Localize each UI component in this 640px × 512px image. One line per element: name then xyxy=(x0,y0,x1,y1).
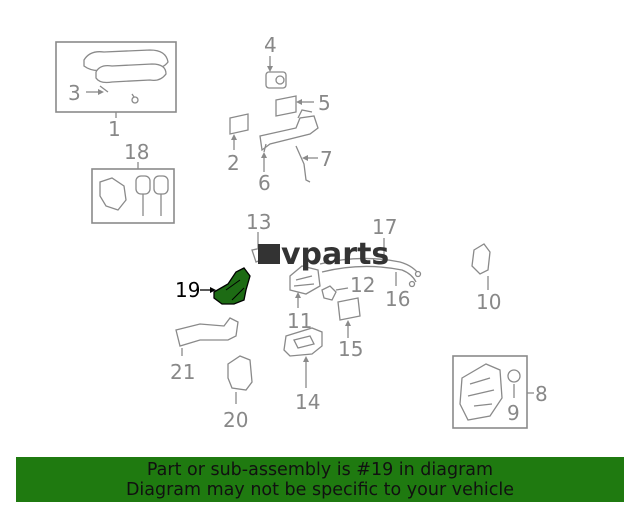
callout-21: 21 xyxy=(170,360,195,384)
part-10[interactable] xyxy=(471,243,491,290)
watermark-text: vparts xyxy=(281,237,389,272)
arrow-11 xyxy=(295,292,301,298)
part-group-8[interactable] xyxy=(452,355,534,429)
callout-5: 5 xyxy=(318,91,331,115)
part-14-shape[interactable] xyxy=(283,327,323,357)
group-8-frame xyxy=(452,355,528,429)
callout-2: 2 xyxy=(227,151,240,175)
callout-19: 19 xyxy=(175,278,200,302)
callout-14: 14 xyxy=(295,390,320,414)
part-12-shape[interactable] xyxy=(321,285,337,301)
banner-line-2: Diagram may not be specific to your vehi… xyxy=(125,480,515,500)
part-14[interactable] xyxy=(283,327,323,388)
callout-13: 13 xyxy=(246,210,271,234)
callout-7: 7 xyxy=(320,147,333,171)
arrow-7 xyxy=(302,155,308,161)
callout-3: 3 xyxy=(68,81,81,105)
part-20[interactable] xyxy=(227,355,253,404)
watermark: vparts xyxy=(258,237,389,272)
part-19[interactable] xyxy=(200,267,251,305)
part-group-18[interactable] xyxy=(91,162,175,224)
part-16-cable[interactable] xyxy=(321,265,417,283)
part-2-shape[interactable] xyxy=(229,113,249,135)
lead-12 xyxy=(335,287,349,291)
banner-line-1: Part or sub-assembly is #19 in diagram xyxy=(146,460,494,480)
arrow-15 xyxy=(345,320,351,326)
arrow-6 xyxy=(261,152,267,158)
arrow-3 xyxy=(98,89,104,95)
cable-end-2 xyxy=(408,280,416,288)
part-11[interactable] xyxy=(289,265,321,308)
watermark-logo xyxy=(258,244,280,264)
arrow-4 xyxy=(267,66,273,72)
part-15-shape[interactable] xyxy=(337,297,361,321)
key-2-head[interactable] xyxy=(153,175,169,195)
callout-15: 15 xyxy=(338,337,363,361)
part-6-shape[interactable] xyxy=(259,115,319,152)
arrow-5 xyxy=(296,99,302,105)
lock-cylinder[interactable] xyxy=(99,177,127,211)
part-11-shape[interactable] xyxy=(289,265,321,295)
callout-6: 6 xyxy=(258,171,271,195)
key-1-head[interactable] xyxy=(135,175,151,195)
callout-12: 12 xyxy=(350,273,375,297)
part-17-cable[interactable] xyxy=(319,257,421,277)
callout-4: 4 xyxy=(264,33,277,57)
part-7[interactable] xyxy=(295,145,318,183)
lock-detail xyxy=(467,377,495,407)
callout-17: 17 xyxy=(372,215,397,239)
part-5[interactable] xyxy=(275,95,314,117)
info-banner: Part or sub-assembly is #19 in diagram D… xyxy=(16,457,624,502)
part-6-detail xyxy=(263,109,313,153)
outside-handle[interactable] xyxy=(95,63,167,84)
part-15[interactable] xyxy=(337,297,361,338)
callout-9: 9 xyxy=(507,401,520,425)
part-10-shape[interactable] xyxy=(471,243,491,275)
callout-10: 10 xyxy=(476,290,501,314)
part-19-detail xyxy=(225,279,245,301)
part-20-shape[interactable] xyxy=(227,355,253,391)
part-9-grommet[interactable] xyxy=(507,369,521,383)
door-lock-assembly[interactable] xyxy=(459,363,503,421)
part-4-hole xyxy=(275,75,285,85)
part-14-recess xyxy=(293,335,315,349)
callout-20: 20 xyxy=(223,408,248,432)
cable-end-1 xyxy=(414,270,422,278)
handle-screw[interactable] xyxy=(131,96,139,104)
part-5-shape[interactable] xyxy=(275,95,297,117)
part-16-17-cables[interactable] xyxy=(319,238,422,288)
part-6[interactable] xyxy=(259,109,319,172)
part-12[interactable] xyxy=(321,285,349,301)
callout-16: 16 xyxy=(385,287,410,311)
part-4[interactable] xyxy=(265,56,287,89)
arrow-14 xyxy=(303,356,309,362)
group-18-frame xyxy=(91,168,175,224)
part-2[interactable] xyxy=(229,113,249,150)
part-11-detail xyxy=(293,275,315,287)
part-7-rod[interactable] xyxy=(295,145,311,183)
callout-11: 11 xyxy=(287,309,312,333)
part-group-1[interactable] xyxy=(55,41,177,118)
handle-fastener xyxy=(99,85,137,101)
arrow-19 xyxy=(210,287,216,293)
part-21-shape[interactable] xyxy=(175,317,239,347)
arrow-2 xyxy=(231,134,237,140)
part-21[interactable] xyxy=(175,317,239,356)
callout-8: 8 xyxy=(535,382,548,406)
callout-1: 1 xyxy=(108,117,121,141)
callout-18: 18 xyxy=(124,140,149,164)
